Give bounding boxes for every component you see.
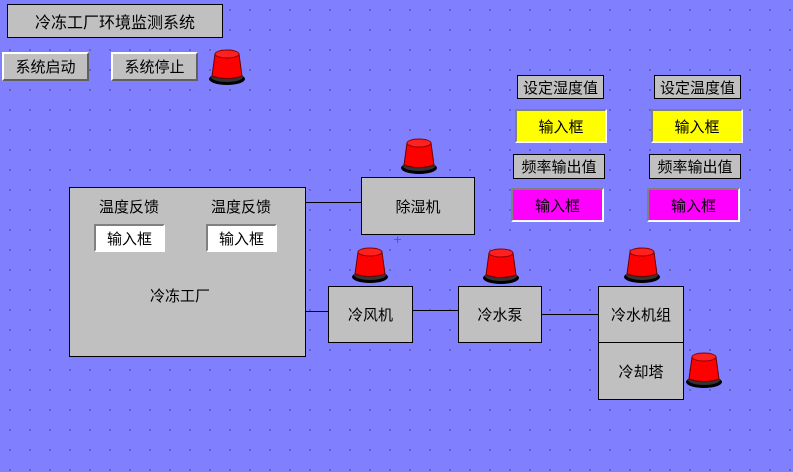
humidity-setpoint-input[interactable]: 输入框 <box>515 109 607 143</box>
air-cooler-box[interactable]: 冷风机 <box>328 286 413 343</box>
temperature-feedback-input-1[interactable]: 输入框 <box>94 224 165 252</box>
frequency-output-input-2[interactable]: 输入框 <box>647 188 740 222</box>
dehumidifier-lamp-icon <box>400 138 438 175</box>
frequency-output-label-1: 频率输出值 <box>513 154 605 179</box>
temperature-feedback-label-2: 温度反馈 <box>210 197 271 216</box>
system-start-button[interactable]: 系统启动 <box>2 52 89 81</box>
cold-storage-factory-panel: 冷冻工厂 <box>69 187 306 357</box>
cooling-tower-box[interactable]: 冷却塔 <box>598 342 684 400</box>
temperature-feedback-input-2[interactable]: 输入框 <box>206 224 277 252</box>
factory-name: 冷冻工厂 <box>150 287 211 305</box>
cursor-crosshair-icon: + <box>393 233 403 246</box>
dehumidifier-box[interactable]: 除湿机 <box>361 177 475 235</box>
system-status-lamp-icon <box>208 49 246 86</box>
humidity-setpoint-label: 设定湿度值 <box>517 75 604 99</box>
chiller-box[interactable]: 冷水机组 <box>598 286 684 343</box>
temperature-feedback-label-1: 温度反馈 <box>98 197 159 216</box>
frequency-output-input-1[interactable]: 输入框 <box>511 188 604 222</box>
frequency-output-label-2: 频率输出值 <box>649 154 741 179</box>
water-pump-lamp-icon <box>482 248 520 285</box>
temperature-setpoint-label: 设定温度值 <box>654 75 741 99</box>
app-title: 冷冻工厂环境监测系统 <box>7 4 223 38</box>
system-stop-button[interactable]: 系统停止 <box>111 52 198 81</box>
cooling-tower-lamp-icon <box>685 352 723 389</box>
chiller-lamp-icon <box>623 247 661 284</box>
water-pump-box[interactable]: 冷水泵 <box>458 286 542 343</box>
temperature-setpoint-input[interactable]: 输入框 <box>651 109 743 143</box>
air-cooler-lamp-icon <box>351 247 389 284</box>
